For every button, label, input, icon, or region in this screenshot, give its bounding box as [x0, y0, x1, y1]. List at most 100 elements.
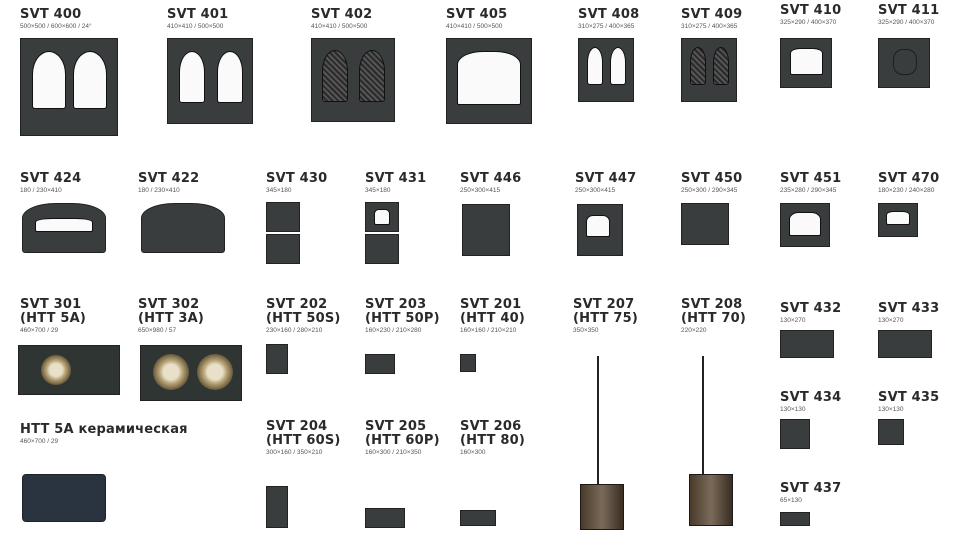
product-dims: 220×220 [681, 327, 707, 334]
product-code: SVT 437 [780, 481, 842, 496]
product-dims: 160×300 / 210×350 [365, 449, 422, 456]
svt208-damper-rod [702, 356, 704, 476]
svt447-door-image [577, 204, 623, 256]
svt400-door-image [20, 38, 118, 136]
product-dims: 235×280 / 290×345 [780, 187, 837, 194]
product-svt450[interactable]: SVT 450 250×300 / 290×345 [681, 172, 742, 195]
product-svt400[interactable]: SVT 400 500×500 / 600×600 / 24° [20, 8, 92, 31]
product-svt402[interactable]: SVT 402 410×410 / 500×500 [311, 8, 372, 31]
product-svt205[interactable]: SVT 205 (HTT 60P) 160×300 / 210×350 [365, 420, 440, 457]
svt432-image [780, 330, 834, 358]
product-dims: 250×300×415 [575, 187, 616, 194]
product-svt424[interactable]: SVT 424 180 / 230×410 [20, 172, 81, 195]
product-code: SVT 424 [20, 171, 82, 186]
product-code: HTT 5A керамическая [20, 422, 188, 437]
product-svt401[interactable]: SVT 401 410×410 / 500×500 [167, 8, 228, 31]
product-dims: 500×500 / 600×600 / 24° [20, 23, 92, 30]
product-dims: 250×300 / 290×345 [681, 187, 738, 194]
svt446-door-image [462, 204, 510, 256]
product-code: SVT 205 (HTT 60P) [365, 419, 440, 448]
svt422-door-image [141, 203, 225, 253]
product-svt206[interactable]: SVT 206 (HTT 80) 160×300 [460, 420, 525, 457]
product-code: SVT 401 [167, 7, 229, 22]
product-svt203[interactable]: SVT 203 (HTT 50P) 160×230 / 210×280 [365, 298, 440, 335]
product-dims: 180 / 230×410 [20, 187, 62, 194]
product-svt451[interactable]: SVT 451 235×280 / 290×345 [780, 172, 841, 195]
product-dims: 345×180 [266, 187, 292, 194]
product-code: SVT 410 [780, 3, 842, 18]
product-code: SVT 450 [681, 171, 743, 186]
product-dims: 65×130 [780, 497, 802, 504]
product-dims: 300×160 / 350×210 [266, 449, 323, 456]
product-svt437[interactable]: SVT 437 65×130 [780, 482, 841, 505]
product-svt470[interactable]: SVT 470 180×230 / 240×280 [878, 172, 939, 195]
product-svt207[interactable]: SVT 207 (HTT 75) 350×350 [573, 298, 638, 335]
product-dims: 460×700 / 29 [20, 327, 59, 334]
svt435-image [878, 419, 904, 445]
svt430-bottom-door-image [266, 234, 300, 264]
product-svt433[interactable]: SVT 433 130×270 [878, 302, 939, 325]
product-svt432[interactable]: SVT 432 130×270 [780, 302, 841, 325]
svt401-door-image [167, 38, 253, 124]
product-code: SVT 432 [780, 301, 842, 316]
svt202-image [266, 344, 288, 374]
svt424-door-image [22, 203, 106, 253]
product-svt302[interactable]: SVT 302 (HTT 3A) 650×980 / 57 [138, 298, 204, 335]
product-code: SVT 206 (HTT 80) [460, 419, 526, 448]
product-svt430[interactable]: SVT 430 345×180 [266, 172, 327, 195]
product-svt411[interactable]: SVT 411 325×290 / 400×370 [878, 4, 939, 27]
product-svt405[interactable]: SVT 405 410×410 / 500×500 [446, 8, 507, 31]
product-htt5a[interactable]: HTT 5A керамическая 460×700 / 29 [20, 423, 188, 446]
product-dims: 460×700 / 29 [20, 438, 59, 445]
product-svt201[interactable]: SVT 201 (HTT 40) 160×160 / 210×210 [460, 298, 525, 335]
svt201-image [460, 354, 476, 372]
svt204-image [266, 486, 288, 528]
svt207-damper-box [580, 484, 624, 530]
product-dims: 410×410 / 500×500 [311, 23, 368, 30]
product-code: SVT 402 [311, 7, 373, 22]
product-code: SVT 302 (HTT 3A) [138, 297, 205, 326]
product-svt408[interactable]: SVT 408 310×275 / 400×365 [578, 8, 639, 31]
product-code: SVT 203 (HTT 50P) [365, 297, 440, 326]
product-dims: 410×410 / 500×500 [446, 23, 503, 30]
product-svt422[interactable]: SVT 422 180 / 230×410 [138, 172, 199, 195]
svt450-door-image [681, 203, 729, 245]
product-dims: 130×130 [878, 406, 904, 413]
product-svt446[interactable]: SVT 446 250×300×415 [460, 172, 521, 195]
product-code: SVT 409 [681, 7, 743, 22]
product-dims: 310×275 / 400×365 [681, 23, 738, 30]
product-svt301[interactable]: SVT 301 (HTT 5A) 460×700 / 29 [20, 298, 86, 335]
product-dims: 160×160 / 210×210 [460, 327, 517, 334]
product-svt409[interactable]: SVT 409 310×275 / 400×365 [681, 8, 742, 31]
svt206-image [460, 510, 496, 526]
product-dims: 650×980 / 57 [138, 327, 177, 334]
product-code: SVT 411 [878, 3, 940, 18]
product-dims: 345×180 [365, 187, 391, 194]
product-dims: 160×300 [460, 449, 486, 456]
svt205-image [365, 508, 405, 528]
product-code: SVT 202 (HTT 50S) [266, 297, 341, 326]
svt402-door-image [311, 38, 395, 122]
product-code: SVT 204 (HTT 60S) [266, 419, 341, 448]
product-svt447[interactable]: SVT 447 250×300×415 [575, 172, 636, 195]
product-svt431[interactable]: SVT 431 345×180 [365, 172, 426, 195]
svt430-top-door-image [266, 202, 300, 232]
product-dims: 180×230 / 240×280 [878, 187, 935, 194]
product-code: SVT 430 [266, 171, 328, 186]
product-dims: 350×350 [573, 327, 599, 334]
product-code: SVT 301 (HTT 5A) [20, 297, 87, 326]
product-svt208[interactable]: SVT 208 (HTT 70) 220×220 [681, 298, 746, 335]
product-svt204[interactable]: SVT 204 (HTT 60S) 300×160 / 350×210 [266, 420, 341, 457]
product-svt410[interactable]: SVT 410 325×290 / 400×370 [780, 4, 841, 27]
svt302-hob-image [140, 345, 242, 401]
svt451-door-image [780, 203, 830, 247]
svt408-door-image [578, 38, 634, 102]
product-svt202[interactable]: SVT 202 (HTT 50S) 230×160 / 280×210 [266, 298, 341, 335]
svt405-door-image [446, 38, 532, 124]
product-dims: 130×270 [780, 317, 806, 324]
product-svt435[interactable]: SVT 435 130×130 [878, 391, 939, 414]
product-code: SVT 422 [138, 171, 200, 186]
product-code: SVT 405 [446, 7, 508, 22]
product-svt434[interactable]: SVT 434 130×130 [780, 391, 841, 414]
product-code: SVT 451 [780, 171, 842, 186]
